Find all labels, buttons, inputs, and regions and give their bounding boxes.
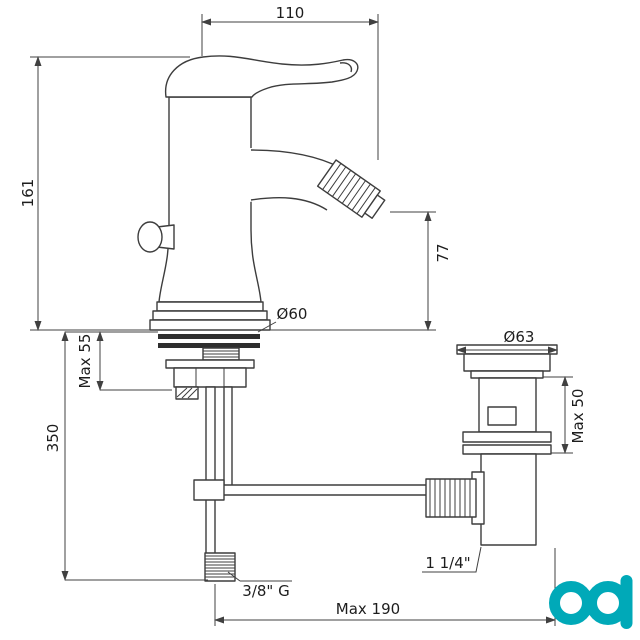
aerator [316, 159, 386, 219]
dimension-max-spread: Max 190 [214, 548, 556, 626]
dim-waste-connection-label: 1 1/4" [425, 554, 470, 572]
dim-spout-reach-label: 110 [276, 4, 305, 22]
deck-gasket-top [158, 334, 260, 339]
deck-gasket-bottom [158, 343, 260, 348]
aerator-rib-lines [322, 163, 376, 215]
supply-stud-rod [205, 386, 216, 558]
dimension-waste-connection: 1 1/4" [422, 546, 482, 573]
dimension-body-height: 161 [19, 56, 190, 331]
brand-logo [549, 575, 633, 629]
mounting-nut [173, 367, 247, 388]
supply-thread-lines [205, 555, 235, 578]
logo-stem [620, 575, 633, 629]
dim-max-deck-waste-label: Max 50 [569, 389, 587, 444]
waste-locknut-1 [462, 431, 552, 443]
dimension-spout-height: 77 [262, 211, 452, 331]
waste-locknut-2 [462, 444, 552, 455]
base-bead-1 [156, 301, 264, 312]
dim-base-diameter-label: Ø60 [277, 305, 308, 323]
lever-handle [164, 55, 359, 98]
dimension-spout-reach: 110 [201, 4, 379, 160]
lever-tip-detail [339, 62, 353, 73]
waste-assembly-group [425, 344, 558, 546]
spout [250, 147, 342, 212]
dimension-base-diameter: Ø60 [257, 305, 308, 333]
dim-max-spread-label: Max 190 [336, 600, 400, 618]
linkage-clamp [193, 479, 225, 501]
faucet-body-group [137, 55, 455, 582]
nut-section-hatch [176, 387, 198, 399]
dimension-max-deck-waste: Max 50 [543, 376, 587, 454]
nut-facet-lines [195, 368, 225, 387]
supply-thread-end [204, 552, 236, 582]
waste-body-lower [480, 453, 537, 546]
dim-waste-flange-label: Ø63 [504, 328, 535, 346]
mounting-washer [165, 359, 255, 369]
shank-thread-lines [203, 350, 239, 358]
aerator-tip [364, 194, 386, 219]
base-bead-2 [152, 310, 268, 321]
waste-collar [463, 353, 551, 372]
dim-supply-thread-label: 3/8" G [242, 582, 289, 600]
ball-joint-rib-lines [429, 479, 471, 517]
dimension-supply-thread: 3/8" G [227, 571, 292, 600]
dim-max-deck-faucet-label: Max 55 [76, 334, 94, 389]
popup-rod [223, 386, 233, 489]
ball-joint [425, 478, 477, 518]
dimension-hose-length: 350 [44, 331, 208, 581]
base-plate [149, 319, 271, 331]
logo-right-ring [586, 581, 630, 625]
dim-hose-length-label: 350 [44, 424, 62, 453]
waste-neck [470, 370, 544, 379]
dimension-max-deck-faucet: Max 55 [65, 331, 172, 391]
popup-linkage-rod [221, 484, 455, 496]
logo-left-ring [549, 581, 593, 625]
dimension-waste-flange-diameter: Ø63 [456, 328, 558, 354]
faucet-body [158, 96, 262, 303]
side-knob [137, 221, 163, 253]
waste-body-window [487, 406, 517, 426]
dim-body-height-label: 161 [19, 179, 37, 208]
spout-bottom-edge [250, 197, 328, 211]
dim-spout-height-label: 77 [434, 243, 452, 262]
